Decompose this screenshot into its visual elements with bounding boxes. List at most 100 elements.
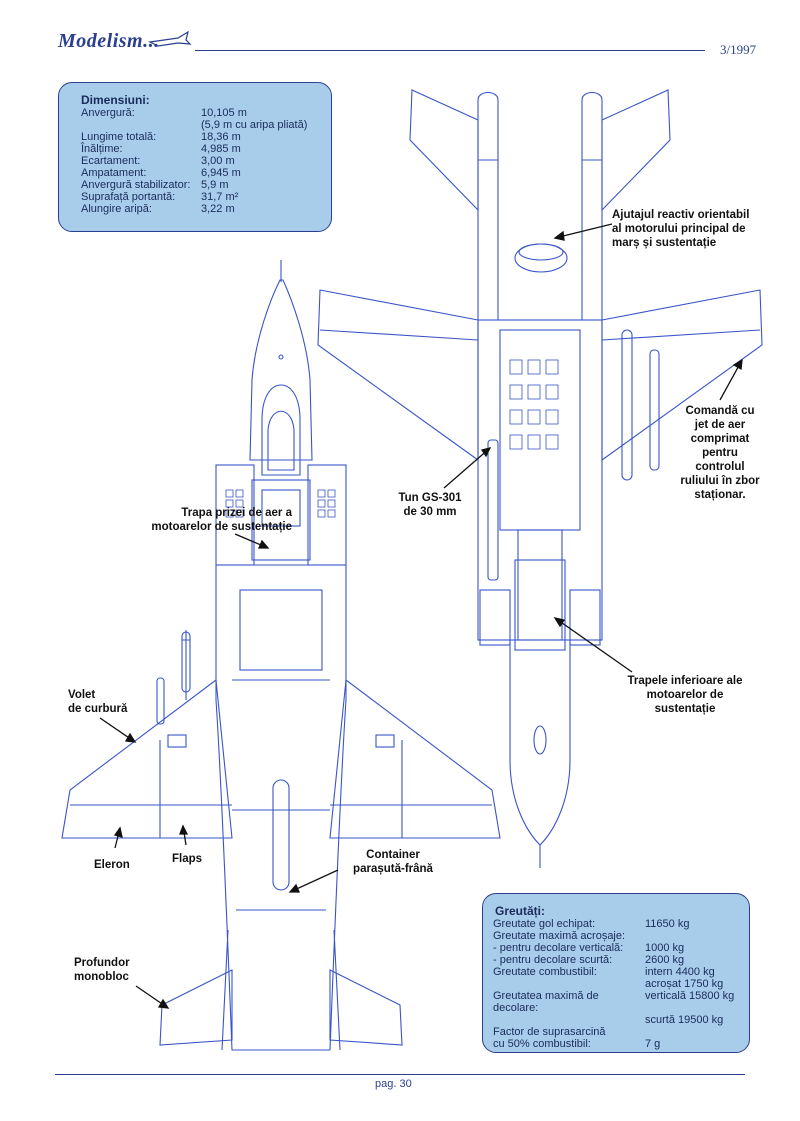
spec-value: 11650 kg <box>645 918 690 930</box>
callout-container: Container parașută-frână <box>338 848 448 876</box>
callout-line: pentru <box>702 447 738 459</box>
spec-label: - pentru decolare verticală: <box>493 942 624 954</box>
spec-label: Anvergură: <box>81 107 135 119</box>
spec-row: - pentru decolare verticală: 1000 kg <box>493 942 734 954</box>
callout-profundor: Profundor monobloc <box>74 956 130 984</box>
spec-value: scurtă 19500 kg <box>645 1014 724 1026</box>
callout-comanda: Comandă cu jet de aer comprimat pentru c… <box>675 404 765 502</box>
footer-rule <box>55 1074 745 1075</box>
callout-volet: Volet de curbură <box>68 688 127 716</box>
header-rule <box>195 50 705 51</box>
callout-line: Trapa prizei de aer a <box>181 507 292 519</box>
dimensions-table: Anvergură: 10,105 m(5,9 m cu aripa pliată… <box>81 107 307 215</box>
magazine-logo: Modelism... <box>58 30 160 52</box>
spec-row: Greutate maximă acroșaje: <box>493 930 734 942</box>
callout-line: Flaps <box>172 853 203 865</box>
callout-line: Eleron <box>94 859 130 871</box>
callout-line: jet de aer <box>694 419 746 431</box>
spec-label: Greutate gol echipat: <box>493 918 596 930</box>
spec-label: Greutatea maximă de decolare: <box>493 990 599 1014</box>
page-number: pag. 30 <box>375 1078 412 1090</box>
spec-value: 18,36 m <box>201 131 241 143</box>
callout-line: Trapele inferioare ale <box>627 675 743 687</box>
dimensions-box: Dimensiuni: Anvergură: 10,105 m(5,9 m cu … <box>58 82 332 232</box>
spec-row: Înălțime: 4,985 m <box>81 143 307 155</box>
callout-line: Tun GS-301 <box>398 492 462 504</box>
spec-row: Alungire aripă: 3,22 m <box>81 203 307 215</box>
spec-value: acroșat 1750 kg <box>645 978 724 990</box>
spec-value: 3,00 m <box>201 155 235 167</box>
spec-row: Factor de suprasarcină <box>493 1026 734 1038</box>
spec-label: Alungire aripă: <box>81 203 152 215</box>
callout-trapele: Trapele inferioare ale motoarelor de sus… <box>620 674 750 716</box>
spec-row: Anvergură: 10,105 m <box>81 107 307 119</box>
callout-line: de 30 mm <box>403 506 457 518</box>
spec-row: Ecartament: 3,00 m <box>81 155 307 167</box>
spec-value: 7 g <box>645 1038 661 1050</box>
airplane-logo-icon <box>148 30 192 47</box>
dimensions-title: Dimensiuni: <box>81 93 150 107</box>
spec-row: Greutate combustibil: intern 4400 kg <box>493 966 734 978</box>
spec-value: 6,945 m <box>201 167 241 179</box>
callout-line: motoarelor de <box>646 689 724 701</box>
issue-number: 3/1997 <box>720 42 757 57</box>
aircraft-bottom-view <box>317 89 763 868</box>
spec-row: Greutate gol echipat: 11650 kg <box>493 918 734 930</box>
spec-value: 10,105 m <box>201 107 247 119</box>
spec-value: verticală 15800 kg <box>645 990 735 1002</box>
callout-line: parașută-frână <box>353 863 433 875</box>
spec-value: 31,7 m² <box>201 191 239 203</box>
spec-label: - pentru decolare scurtă: <box>493 954 613 966</box>
spec-row: - pentru decolare scurtă: 2600 kg <box>493 954 734 966</box>
weights-table: Greutate gol echipat: 11650 kg Greutate ma… <box>493 918 734 1050</box>
spec-value: 3,22 m <box>201 203 235 215</box>
callout-line: Container <box>366 849 420 861</box>
spec-row: Anvergură stabilizator: 5,9 m <box>81 179 307 191</box>
callout-line: sustentație <box>654 703 716 715</box>
spec-label: Greutate combustibil: <box>493 966 597 978</box>
callout-line: monobloc <box>74 971 129 983</box>
spec-label: Ecartament: <box>81 155 141 167</box>
spec-label: Factor de suprasarcină <box>493 1026 606 1038</box>
spec-value: 1000 kg <box>645 942 685 954</box>
callout-line: Ajutajul reactiv orientabil <box>612 209 750 221</box>
spec-row: Ampatament: 6,945 m <box>81 167 307 179</box>
callout-flaps: Flaps <box>172 852 202 866</box>
spec-label: cu 50% combustibil: <box>493 1038 591 1050</box>
spec-row: Greutatea maximă de decolare: verticală 1… <box>493 990 734 1014</box>
spec-value: intern 4400 kg <box>645 966 715 978</box>
spec-value: (5,9 m cu aripa pliată) <box>201 119 308 131</box>
callout-line: motoarelor de sustentație <box>151 521 292 533</box>
callout-line: Volet <box>68 689 96 701</box>
callout-line: controlul <box>695 461 745 473</box>
spec-label: Înălțime: <box>81 143 123 155</box>
callout-line: de curbură <box>68 703 128 715</box>
spec-row: Suprafață portantă:31,7 m² <box>81 191 307 203</box>
spec-value: 5,9 m <box>201 179 229 191</box>
spec-label: Lungime totală: <box>81 131 157 143</box>
callout-line: Comandă cu <box>685 405 755 417</box>
callout-line: marș și sustentație <box>612 237 717 249</box>
callout-trapa: Trapa prizei de aer a motoarelor de sust… <box>94 506 292 534</box>
spec-value: 4,985 m <box>201 143 241 155</box>
callout-line: ruliului în zbor <box>680 475 760 487</box>
spec-label: Greutate maximă acroșaje: <box>493 930 626 942</box>
spec-row: acroșat 1750 kg <box>493 978 734 990</box>
aircraft-top-view <box>61 260 501 1051</box>
spec-label: Ampatament: <box>81 167 147 179</box>
spec-row: cu 50% combustibil: 7 g <box>493 1038 734 1050</box>
callout-tun: Tun GS-301 de 30 mm <box>390 491 470 519</box>
callout-eleron: Eleron <box>94 858 130 872</box>
spec-row: (5,9 m cu aripa pliată) <box>81 119 307 131</box>
callout-line: Profundor <box>74 957 130 969</box>
callout-line: comprimat <box>690 433 750 445</box>
spec-row: scurtă 19500 kg <box>493 1014 734 1026</box>
spec-value: 2600 kg <box>645 954 685 966</box>
spec-row: Lungime totală: 18,36 m <box>81 131 307 143</box>
callout-line: al motorului principal de <box>612 223 746 235</box>
callout-ajutaj: Ajutajul reactiv orientabil al motorului… <box>612 208 749 250</box>
callout-line: staționar. <box>694 489 746 501</box>
spec-label: Anvergură stabilizator: <box>81 179 191 191</box>
